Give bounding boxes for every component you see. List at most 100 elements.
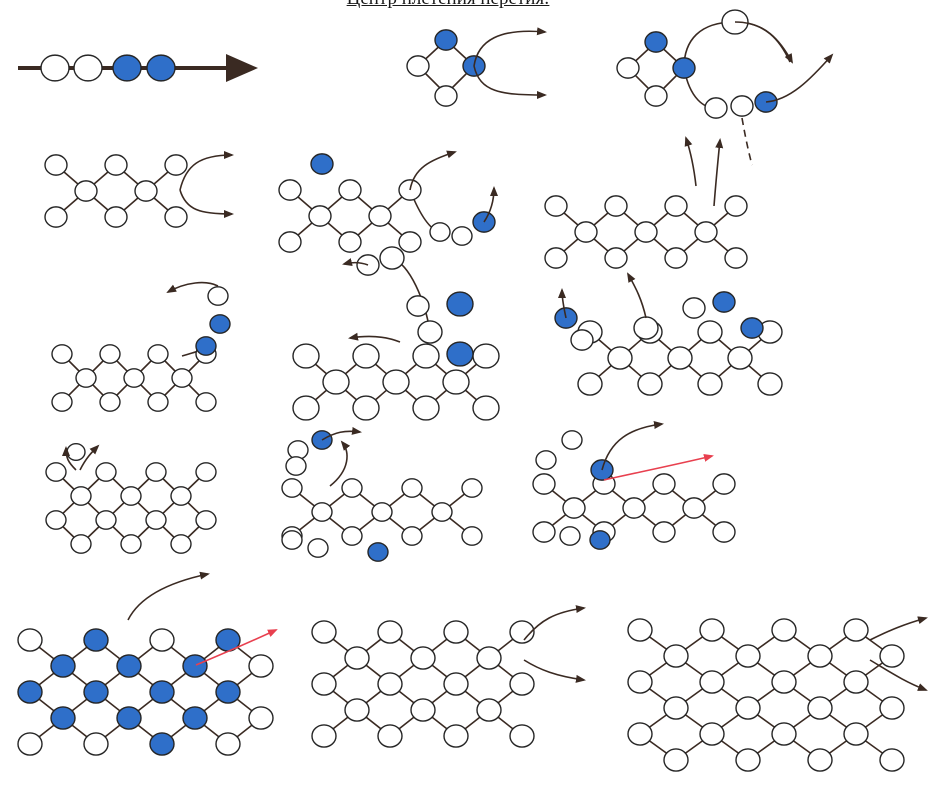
white-bead [412, 395, 440, 421]
white-bead [429, 222, 451, 242]
blue-bead [740, 317, 764, 339]
white-bead [371, 502, 393, 522]
white-bead [574, 221, 598, 243]
blue-bead [17, 680, 43, 704]
white-bead [664, 247, 688, 269]
white-bead [771, 722, 797, 746]
white-bead [95, 462, 117, 482]
white-bead [382, 369, 410, 395]
white-bead [74, 180, 98, 202]
thread-arrow [179, 189, 234, 218]
white-bead [417, 320, 443, 344]
white-bead [730, 95, 754, 117]
thread-arrow [62, 446, 77, 471]
white-bead [442, 369, 470, 395]
white-bead [443, 672, 469, 696]
thread-arrow [558, 288, 567, 319]
white-bead [570, 329, 594, 351]
white-bead [73, 54, 103, 82]
thread-arrow [409, 150, 457, 191]
thread-arrow [342, 258, 369, 266]
white-bead [663, 748, 689, 772]
white-bead [412, 343, 440, 369]
white-bead [344, 646, 370, 670]
white-bead [75, 368, 97, 388]
thread-arrow [329, 440, 351, 487]
white-bead [509, 672, 535, 696]
white-bead [532, 473, 556, 495]
white-bead [509, 620, 535, 644]
white-bead [544, 195, 568, 217]
white-bead [164, 206, 188, 228]
white-bead [633, 316, 659, 340]
thread-arrow [321, 426, 362, 441]
white-bead [431, 502, 453, 522]
white-bead [83, 732, 109, 756]
blue-bead [215, 680, 241, 704]
white-bead [51, 392, 73, 412]
white-bead [308, 205, 332, 227]
white-bead [311, 620, 337, 644]
white-bead [99, 392, 121, 412]
white-bead [532, 521, 556, 543]
blue-bead [83, 680, 109, 704]
thread-arrow [523, 605, 586, 641]
white-bead [377, 672, 403, 696]
white-bead [724, 195, 748, 217]
blue-bead [182, 654, 208, 678]
white-bead [682, 497, 706, 519]
thread-arrow [473, 27, 547, 67]
white-bead [410, 646, 436, 670]
white-bead [509, 724, 535, 748]
white-bead [278, 231, 302, 253]
blue-bead [672, 57, 696, 79]
thread-arrow [483, 186, 498, 223]
white-bead [577, 372, 603, 396]
blue-bead [589, 530, 611, 550]
white-bead [637, 372, 663, 396]
white-bead [652, 473, 676, 495]
white-bead [66, 443, 86, 461]
blue-bead [446, 291, 474, 317]
white-bead [170, 534, 192, 554]
white-bead [472, 343, 500, 369]
white-bead [771, 618, 797, 642]
white-bead [664, 195, 688, 217]
white-bead [377, 620, 403, 644]
white-bead [147, 344, 169, 364]
white-bead [476, 646, 502, 670]
white-bead [771, 670, 797, 694]
thread-arrow [734, 21, 793, 64]
white-bead [248, 654, 274, 678]
white-bead [843, 670, 869, 694]
white-bead [292, 395, 320, 421]
white-bead [401, 478, 423, 498]
white-bead [44, 206, 68, 228]
white-bead [663, 696, 689, 720]
white-bead [843, 722, 869, 746]
blue-bead [446, 341, 474, 367]
blue-bead [149, 680, 175, 704]
white-bead [697, 320, 723, 344]
white-bead [338, 179, 362, 201]
blue-bead [367, 542, 389, 562]
white-bead [285, 456, 307, 476]
white-bead [807, 644, 833, 668]
blue-bead [310, 153, 334, 175]
white-bead [44, 154, 68, 176]
white-bead [544, 247, 568, 269]
thread-arrow [869, 616, 928, 641]
white-bead [699, 722, 725, 746]
blue-bead [50, 706, 76, 730]
white-bead [607, 346, 633, 370]
white-bead [604, 195, 628, 217]
white-bead [735, 748, 761, 772]
white-bead [17, 732, 43, 756]
thread-arrow [473, 65, 547, 99]
white-bead [699, 670, 725, 694]
white-bead [843, 618, 869, 642]
white-bead [735, 644, 761, 668]
white-bead [807, 696, 833, 720]
white-bead [398, 231, 422, 253]
white-bead [682, 297, 706, 319]
